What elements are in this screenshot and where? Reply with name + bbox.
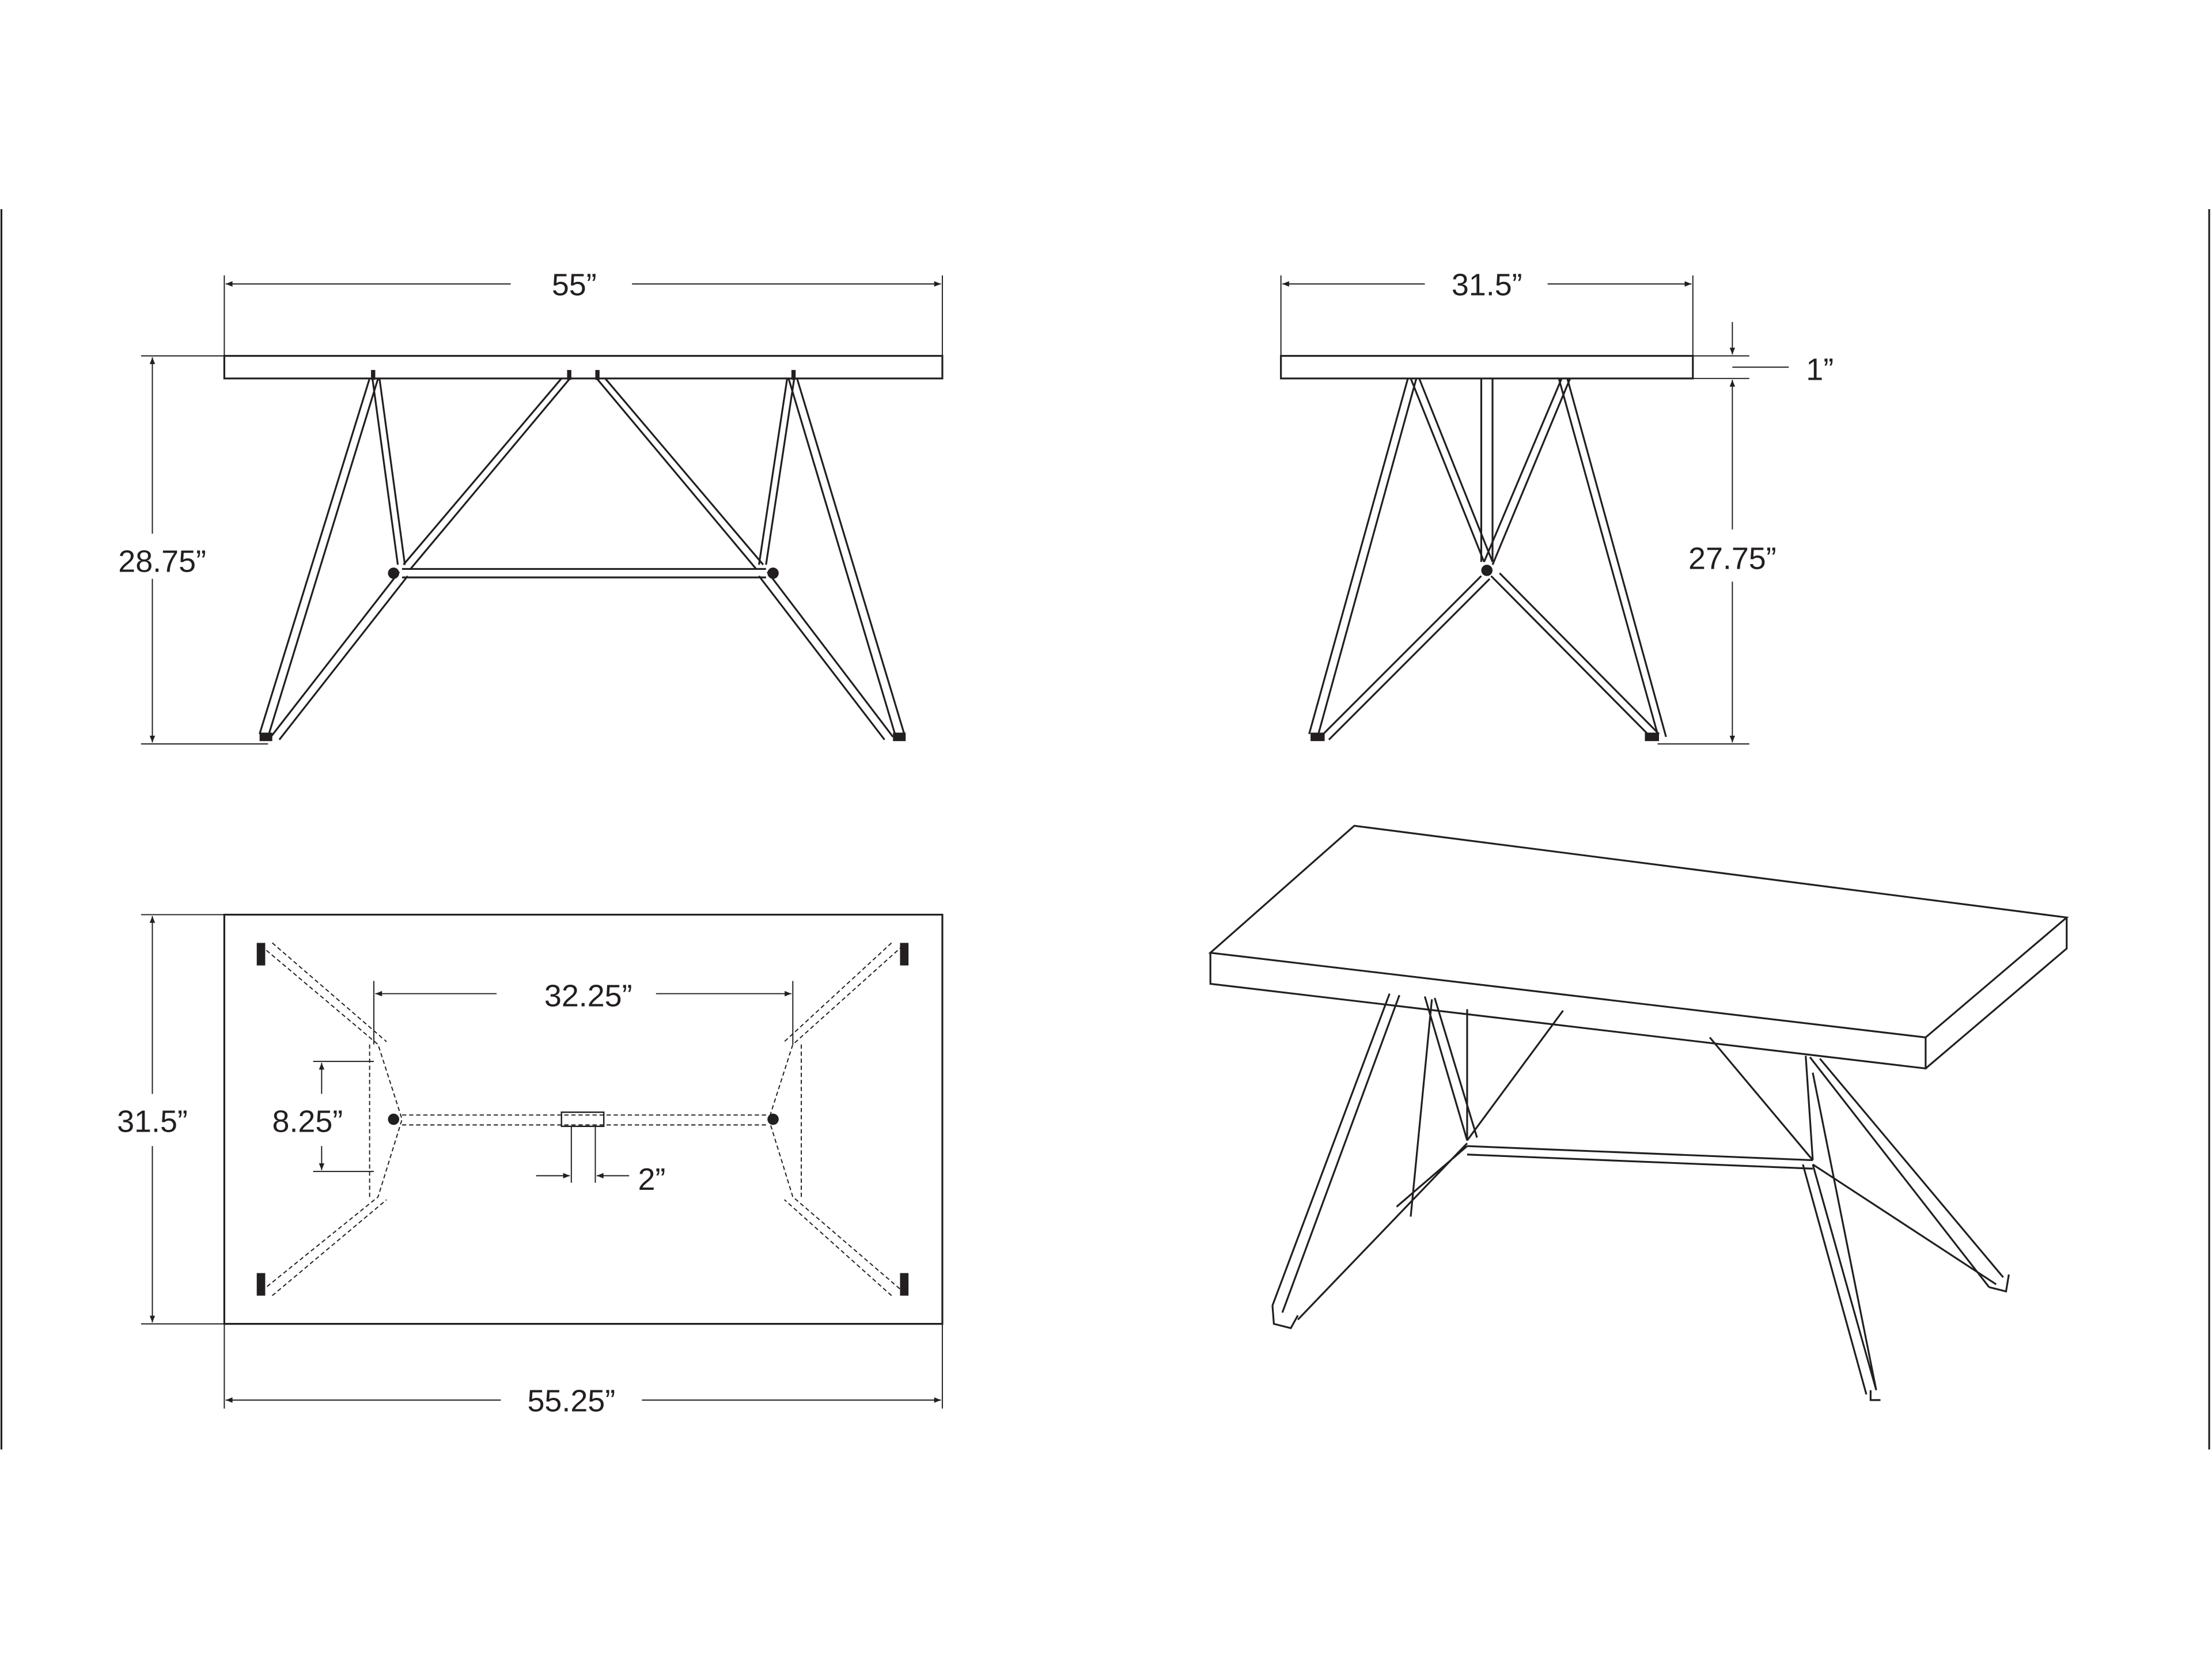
thickness-label: 1” (1806, 352, 1834, 387)
side-view: 31.5” 1” 27.75” (1280, 267, 1834, 745)
front-width-label: 55” (552, 267, 597, 302)
leg-span-label: 32.25” (544, 979, 632, 1014)
front-legs (259, 377, 906, 740)
tabletop (223, 355, 944, 380)
perspective-view (1208, 825, 2069, 1401)
front-joints (259, 370, 906, 742)
top-width-label: 55.25” (527, 1383, 615, 1418)
side-legs (1308, 378, 1667, 740)
top-depth-label: 31.5” (117, 1105, 188, 1139)
front-view: 55” 28.75” (118, 267, 944, 745)
side-depth-label: 31.5” (1452, 267, 1522, 302)
center-bracket-label: 2” (638, 1162, 665, 1197)
front-height-label: 28.75” (118, 544, 206, 578)
leg-height-label: 27.75” (1688, 541, 1777, 576)
bracket-spacing-label: 8.25” (272, 1105, 343, 1139)
top-view: 32.25” 8.25” 2” 31.5” 55.25” (117, 913, 944, 1418)
side-tabletop (1280, 355, 1694, 380)
